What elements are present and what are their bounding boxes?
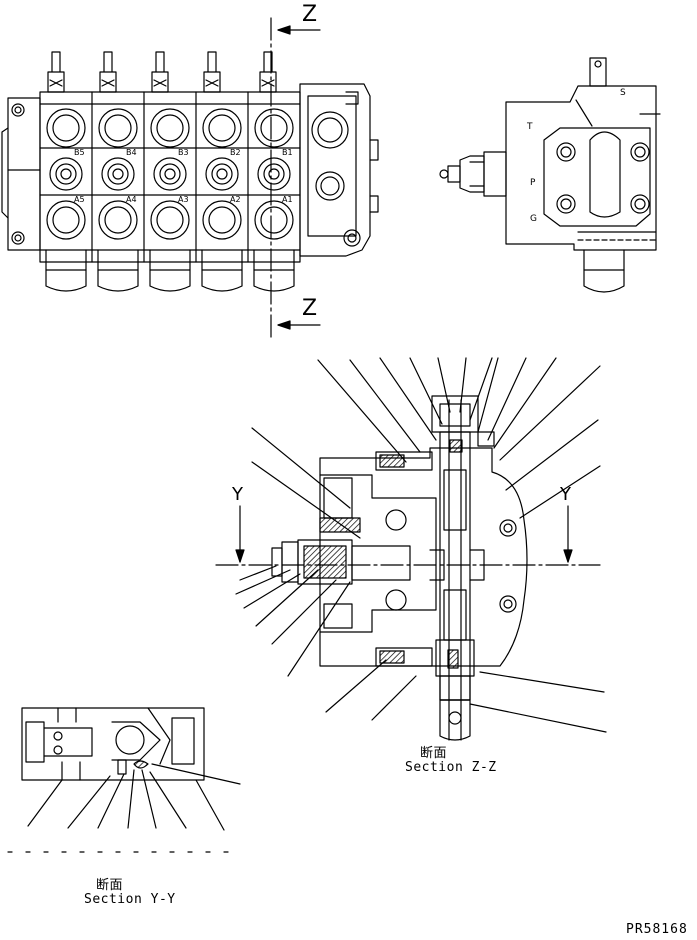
port-label-a3: A3 [178,195,189,204]
port-label-b2: B2 [230,148,241,157]
section-zz-kanji-caption: 断面 [420,746,448,761]
section-zz-drawing [215,357,607,741]
section-yy-caption: Section Y-Y [84,892,176,907]
port-label-b3: B3 [178,148,189,157]
section-mark-z-bottom: Z [302,296,318,321]
port-label-b5: B5 [74,148,85,157]
port-label-a1: A1 [282,195,293,204]
port-label-a2: A2 [230,195,241,204]
section-mark-y-left: Y [232,484,243,505]
port-label-b4: B4 [126,148,137,157]
section-zz-caption: Section Z-Z [405,760,497,775]
port-label-b1: B1 [282,148,293,157]
drawing-reference-code: PR58168 [626,922,688,937]
section-line-z [270,17,321,339]
port-label-a5: A5 [74,195,85,204]
valve-side-view [439,57,661,293]
section-mark-y-right: Y [560,484,571,505]
port-label-t: T [527,122,533,132]
port-label-s: S [620,88,626,98]
section-yy-kanji-caption: 断面 [96,878,124,893]
section-yy-drawing [7,707,241,853]
section-mark-z-top: Z [302,2,318,27]
port-label-p: P [530,178,536,188]
port-label-a4: A4 [126,195,137,204]
port-label-g: G [530,214,537,224]
valve-bank-front-view [1,51,379,292]
